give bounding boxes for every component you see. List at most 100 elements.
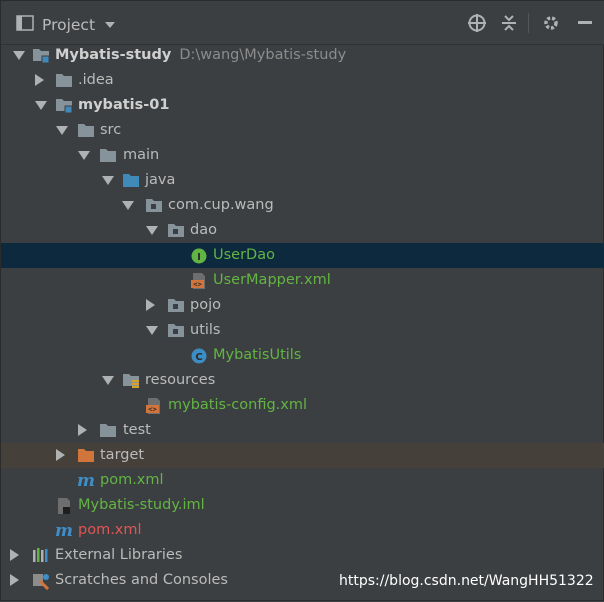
tree-item-label: main [123,146,159,165]
tree-item-label: java [145,171,175,190]
expand-arrow-icon[interactable] [102,176,114,185]
svg-text:C: C [195,352,202,363]
tree-item-name: .idea [78,72,114,88]
tree-item-name: pom.xml [100,472,164,488]
collapse-arrow-icon[interactable] [35,74,44,86]
tree-item-name: utils [190,322,221,338]
tree-row[interactable]: m pom.xml [1,518,604,543]
xml-file-icon: <> [145,397,163,414]
tree-row[interactable]: m pom.xml [1,468,604,493]
svg-text:<>: <> [148,406,156,414]
tree-item-label: utils [190,321,221,340]
libraries-icon [32,547,50,564]
tree-item-name: src [100,122,122,138]
collapse-all-icon[interactable] [499,13,519,33]
tree-item-name: MybatisUtils [213,347,302,363]
package-icon [167,322,185,339]
tree-item-name: pom.xml [78,522,142,538]
tree-item-label: pom.xml [78,521,142,540]
tool-window-title[interactable]: Project [42,16,96,34]
tree-row[interactable]: utils [1,318,604,343]
tree-item-label: target [100,446,144,465]
package-icon [167,222,185,239]
collapse-arrow-icon[interactable] [78,424,87,436]
tree-item-label: com.cup.wang [168,196,274,215]
tree-item-label: External Libraries [55,546,182,565]
maven-icon: m [77,471,95,491]
expand-arrow-icon[interactable] [146,226,158,235]
folder-icon [99,147,117,164]
tool-window-header: Project [1,1,604,45]
tree-row[interactable]: Mybatis-study.iml [1,493,604,518]
settings-icon[interactable] [541,13,561,33]
tree-item-name: UserMapper.xml [213,272,331,288]
expand-arrow-icon[interactable] [122,201,134,210]
folder-icon [77,122,95,139]
tree-item-name: Scratches and Consoles [55,572,228,588]
source-folder-icon [122,172,140,189]
tree-row[interactable]: <>mybatis-config.xml [1,393,604,418]
resources-folder-icon [122,372,140,389]
tree-item-name: java [145,172,176,188]
excluded-folder-icon [77,447,95,464]
locate-icon[interactable] [467,13,487,33]
tree-row[interactable]: test [1,418,604,443]
tree-row[interactable]: src [1,118,604,143]
tree-item-label: .idea [78,71,114,90]
tree-item-name: test [123,422,151,438]
collapse-arrow-icon[interactable] [10,574,19,586]
tree-row[interactable]: mybatis-01 [1,93,604,118]
tree-row[interactable]: External Libraries [1,543,604,568]
expand-arrow-icon[interactable] [78,151,90,160]
collapse-arrow-icon[interactable] [146,299,155,311]
tree-item-label: test [123,421,151,440]
tree-row[interactable]: resources [1,368,604,393]
tree-row[interactable]: <>UserMapper.xml [1,268,604,293]
expand-arrow-icon[interactable] [102,376,114,385]
chevron-down-icon[interactable] [105,22,115,28]
folder-icon [55,72,73,89]
tree-row[interactable]: C MybatisUtils [1,343,604,368]
project-window-icon[interactable] [15,13,35,33]
tree-item-label: resources [145,371,215,390]
watermark: https://blog.csdn.net/WangHH51322 [339,573,594,589]
tree-row[interactable]: .idea [1,68,604,93]
tree-row[interactable]: com.cup.wang [1,193,604,218]
tree-row[interactable]: Scratches and Consoles [1,568,604,593]
tree-item-label: Mybatis-study.iml [78,496,205,515]
module-folder-icon [32,47,50,64]
maven-icon: m [55,521,73,541]
toolbar-divider [528,13,529,33]
tree-item-label: mybatis-01 [78,96,169,115]
expand-arrow-icon[interactable] [146,326,158,335]
collapse-arrow-icon[interactable] [10,549,19,561]
collapse-arrow-icon[interactable] [56,449,65,461]
expand-arrow-icon[interactable] [56,126,68,135]
tree-row[interactable]: java [1,168,604,193]
tree-item-name: mybatis-01 [78,97,170,113]
hide-icon[interactable] [575,13,595,33]
tree-item-path: D:\wang\Mybatis-study [179,47,347,63]
tree-row[interactable]: main [1,143,604,168]
tree-row[interactable]: dao [1,218,604,243]
tree-item-name: com.cup.wang [168,197,274,213]
expand-arrow-icon[interactable] [13,51,25,60]
tree-row[interactable]: target [1,443,604,468]
tree-item-label: MybatisUtils [213,346,301,365]
interface-icon: I [190,247,208,264]
tree-item-label: UserMapper.xml [213,271,331,290]
tree-item-name: pojo [190,297,221,313]
folder-icon [99,422,117,439]
package-icon [167,297,185,314]
expand-arrow-icon[interactable] [35,101,47,110]
tree-item-name: Mybatis-study.iml [78,497,205,513]
tree-item-name: resources [145,372,216,388]
scratches-icon [32,572,50,591]
tree-item-name: target [100,447,145,463]
tree-row[interactable]: pojo [1,293,604,318]
